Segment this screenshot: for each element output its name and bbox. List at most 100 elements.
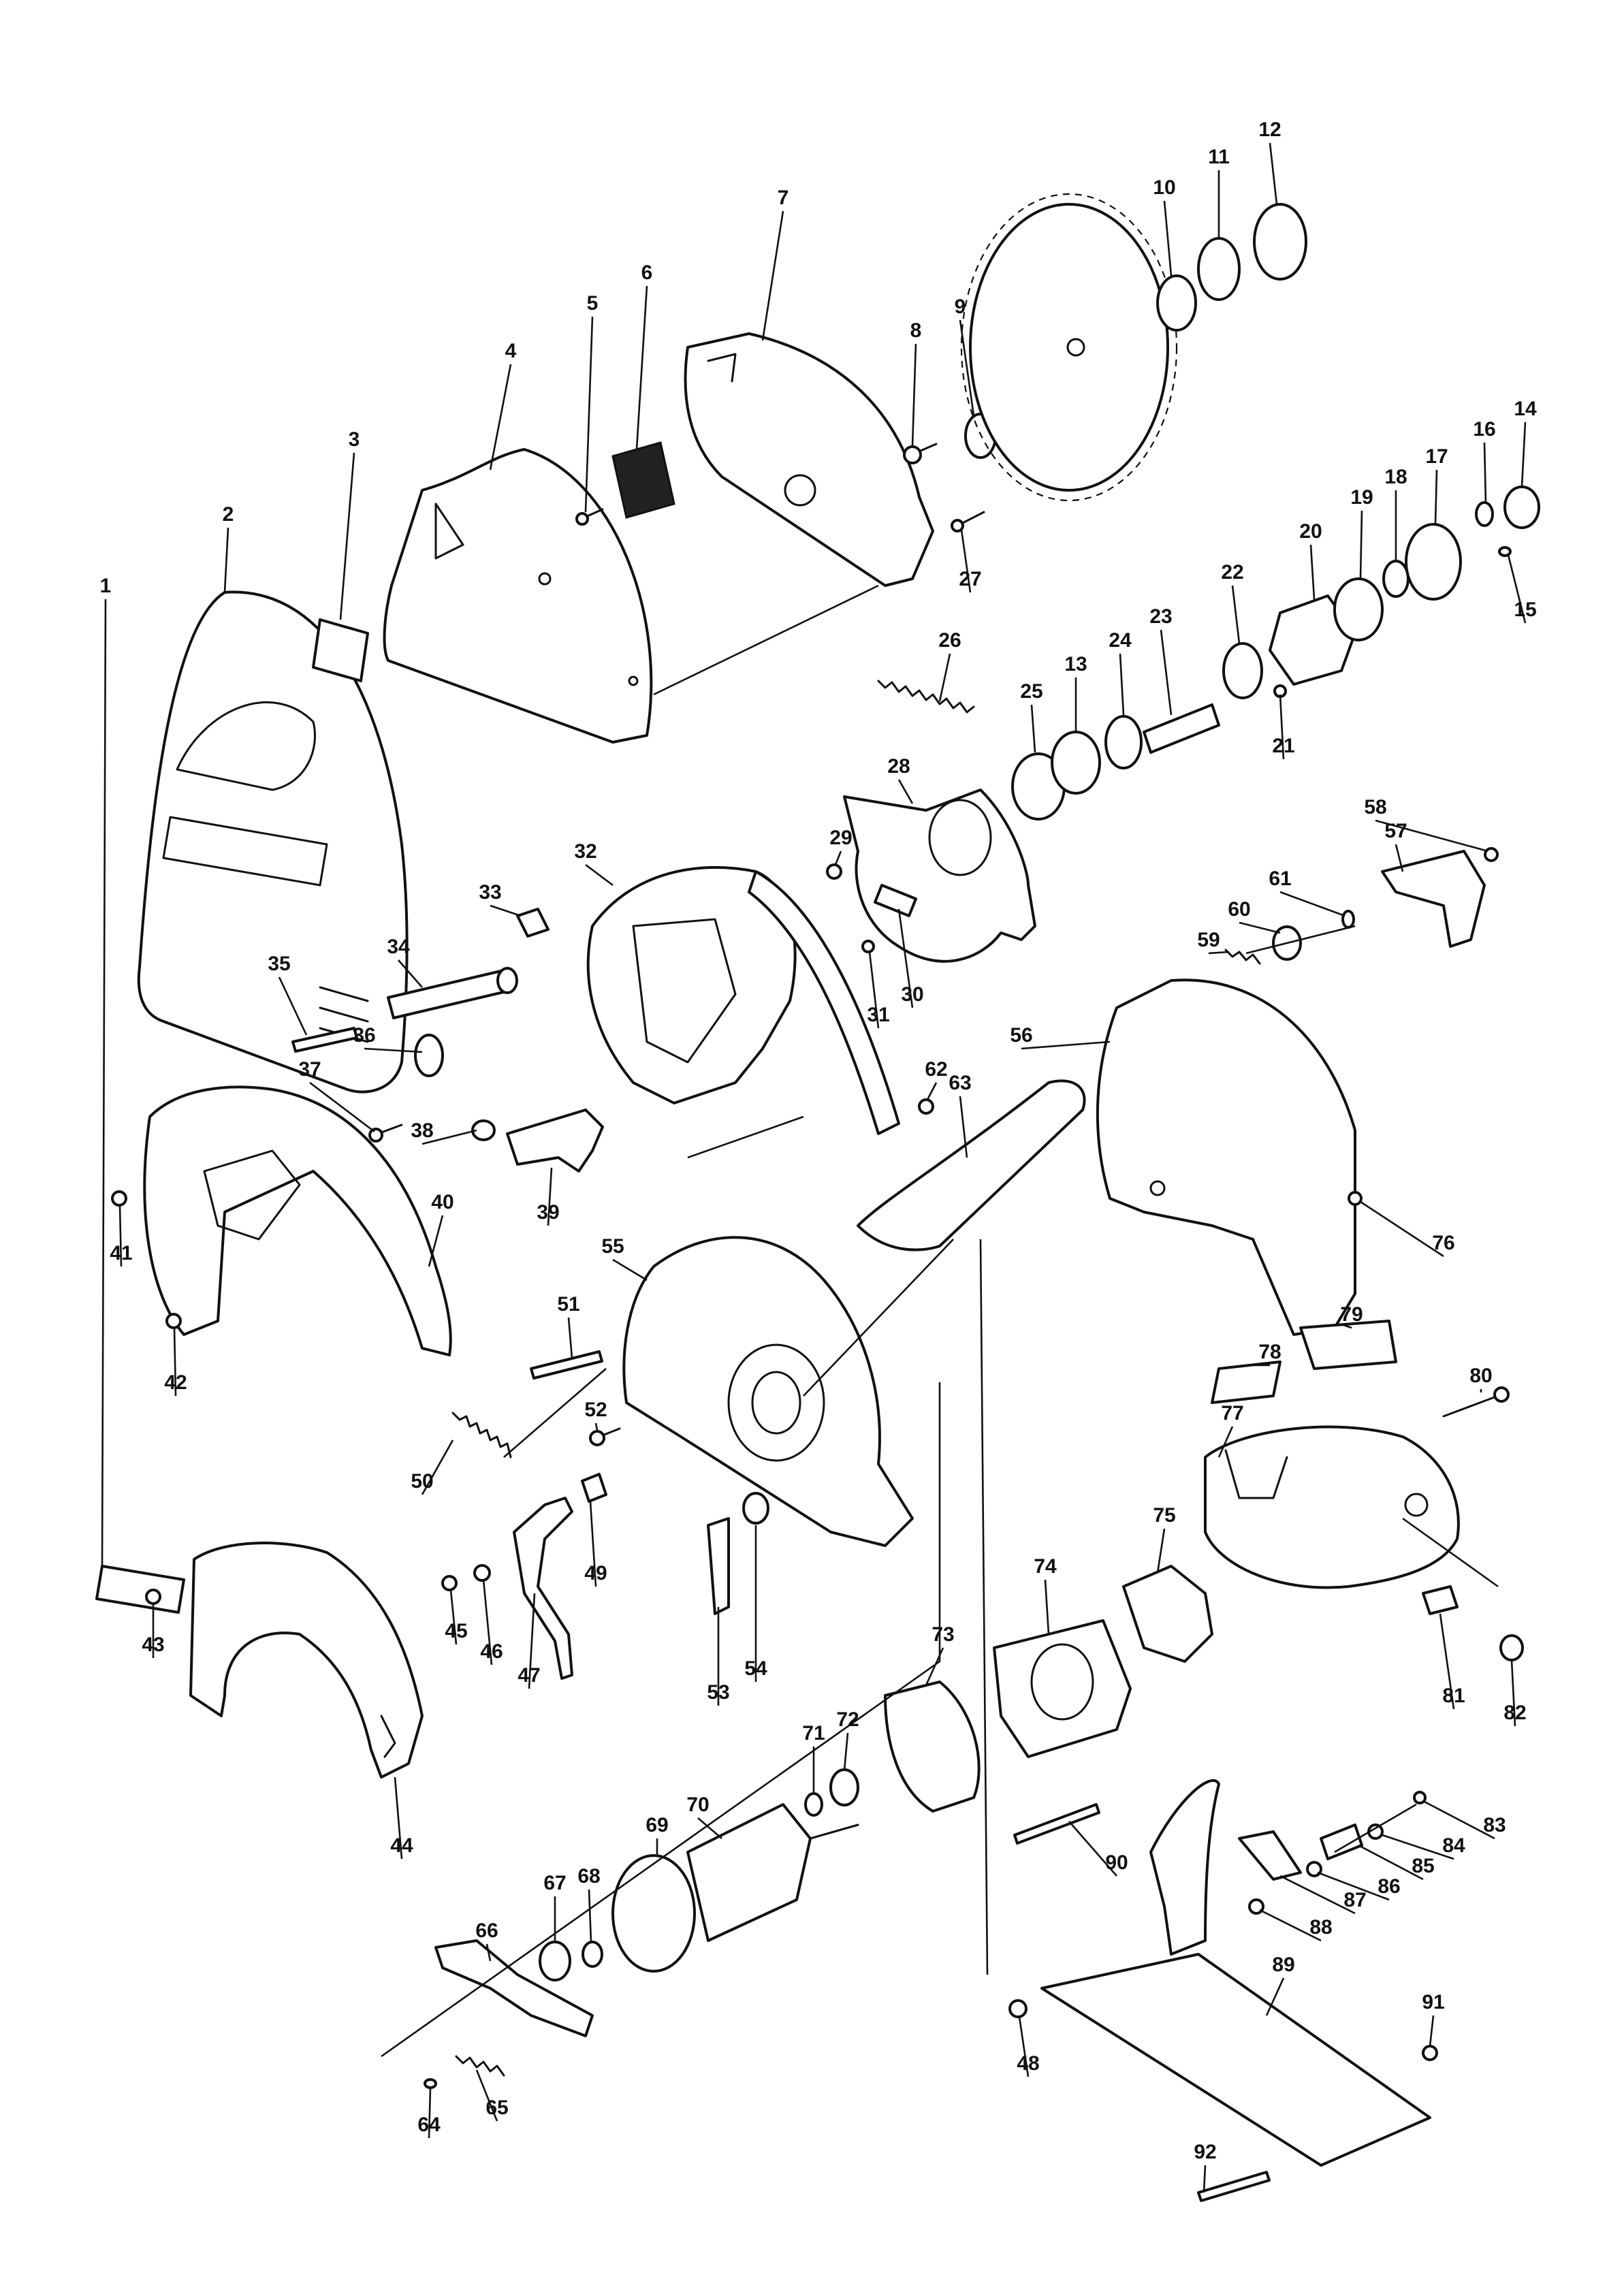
part-80-bolt: [1442, 1386, 1510, 1418]
part-59-spring: [1224, 949, 1261, 965]
callout-leader-58: [1375, 819, 1488, 853]
part-51-rod: [530, 1350, 603, 1380]
part-24-gear: [1104, 715, 1143, 769]
callout-47: 47: [518, 1664, 540, 1687]
callout-86: 86: [1378, 1875, 1400, 1898]
callout-15: 15: [1514, 599, 1536, 621]
callout-82: 82: [1503, 1702, 1526, 1724]
part-15-key: [1498, 546, 1512, 557]
callout-36: 36: [353, 1024, 375, 1047]
callout-leader-24: [1119, 653, 1125, 716]
callout-20: 20: [1299, 520, 1322, 543]
callout-leader-65: [475, 2069, 498, 2122]
callout-32: 32: [574, 840, 596, 863]
callout-25: 25: [1020, 680, 1042, 703]
part-11-retaining-ring: [1197, 237, 1241, 301]
part-26-spring: [877, 680, 975, 714]
callout-78: 78: [1258, 1341, 1281, 1363]
callout-42: 42: [164, 1371, 187, 1394]
part-65-spring: [455, 2055, 505, 2077]
part-89-base-plate: [1040, 1779, 1431, 2167]
part-30-clip: [874, 884, 917, 917]
part-37-screw: [368, 1124, 403, 1143]
callout-6: 6: [641, 261, 653, 284]
callout-72: 72: [836, 1708, 859, 1731]
part-1-label-strip: [95, 1565, 185, 1614]
callout-60: 60: [1228, 898, 1250, 921]
callout-leader-37: [309, 1081, 375, 1133]
callout-9: 9: [955, 296, 966, 318]
callout-16: 16: [1473, 418, 1495, 441]
callout-leader-30: [897, 908, 914, 1008]
callout-leader-34: [398, 959, 423, 988]
part-58-screw: [1484, 847, 1499, 862]
part-87-bracket: [1238, 1830, 1302, 1881]
part-70-armature: [611, 1803, 859, 1973]
part-63-handle-tube: [857, 1079, 1086, 1252]
part-4-blade-guard: [383, 448, 653, 744]
part-50-spring: [451, 1412, 512, 1459]
part-40-handle-cover: [143, 1085, 452, 1356]
callout-leader-55: [612, 1258, 648, 1281]
callout-leader-63: [959, 1096, 968, 1158]
part-52-screw: [589, 1427, 621, 1446]
part-41-screw: [111, 1190, 127, 1207]
callout-11: 11: [1208, 146, 1230, 168]
callout-76: 76: [1432, 1232, 1454, 1254]
callout-12: 12: [1258, 118, 1281, 141]
callout-leader-39: [547, 1167, 553, 1226]
callout-leader-73: [925, 1647, 944, 1686]
part-71-washer: [804, 1792, 823, 1817]
callout-89: 89: [1272, 1954, 1294, 1976]
saw-blade: [960, 193, 1178, 502]
callout-31: 31: [867, 1004, 889, 1026]
callout-51: 51: [557, 1293, 579, 1316]
callout-56: 56: [1010, 1024, 1032, 1047]
callout-5: 5: [587, 292, 599, 315]
callout-leader-85: [1358, 1844, 1424, 1881]
callout-leader-35: [278, 976, 308, 1036]
part-31-screw: [861, 940, 875, 953]
callout-leader-28: [897, 779, 914, 804]
part-13-ring: [1051, 731, 1101, 795]
callout-leader-76: [1360, 1200, 1444, 1258]
callout-92: 92: [1194, 2141, 1216, 2163]
callout-leader-27: [960, 529, 972, 593]
callout-leader-1: [101, 599, 107, 1567]
callout-84: 84: [1442, 1834, 1465, 1857]
callout-leader-92: [1203, 2165, 1207, 2193]
callout-87: 87: [1343, 1889, 1366, 1911]
part-33-switch-button: [516, 908, 550, 938]
callout-39: 39: [537, 1201, 559, 1224]
parts-drawing: [95, 193, 1540, 2202]
callout-64: 64: [417, 2114, 441, 2136]
callout-leader-6: [635, 285, 648, 450]
callout-79: 79: [1340, 1303, 1363, 1326]
callout-4: 4: [505, 340, 517, 362]
part-20-gear-housing: [1269, 594, 1356, 686]
callout-10: 10: [1153, 176, 1175, 199]
callout-2: 2: [223, 503, 234, 526]
part-72-bearing: [829, 1768, 859, 1806]
part-46-washer: [473, 1564, 491, 1582]
callout-35: 35: [268, 953, 290, 975]
callout-leader-50: [421, 1439, 454, 1495]
callout-77: 77: [1221, 1402, 1243, 1424]
callout-18: 18: [1384, 466, 1407, 488]
callout-leader-77: [1217, 1426, 1234, 1458]
callout-leader-47: [528, 1593, 536, 1689]
part-92-bolt: [1197, 2171, 1271, 2202]
part-5-screw: [575, 508, 604, 526]
callout-1: 1: [100, 575, 112, 597]
part-8-bolt: [903, 443, 938, 464]
callout-leader-56: [1021, 1040, 1111, 1050]
part-79-label: [1299, 1320, 1397, 1370]
callout-leader-91: [1429, 2015, 1435, 2047]
part-48-washer: [1008, 1999, 1028, 2018]
callout-69: 69: [646, 1814, 668, 1836]
callout-30: 30: [901, 983, 923, 1006]
callout-34: 34: [387, 936, 410, 958]
part-22-bearing: [1222, 642, 1263, 699]
callout-leader-57: [1395, 844, 1404, 872]
callout-leader-15: [1507, 554, 1527, 624]
